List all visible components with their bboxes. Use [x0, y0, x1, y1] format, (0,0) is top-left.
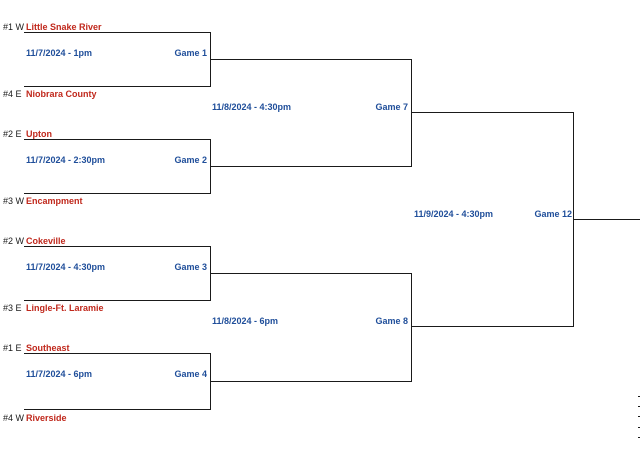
bracket-line: [24, 300, 211, 301]
game-label: Game 7: [375, 102, 408, 112]
game-datetime: 11/7/2024 - 6pm: [26, 369, 93, 379]
bracket-line: [24, 32, 211, 33]
game-datetime: 11/7/2024 - 4:30pm: [26, 262, 106, 272]
champion-line: [573, 219, 640, 220]
game-datetime: 11/7/2024 - 1pm: [26, 48, 93, 58]
edge-mark: [638, 437, 640, 438]
team-name: Niobrara County: [26, 89, 97, 99]
game-datetime: 11/8/2024 - 6pm: [212, 316, 279, 326]
seed-label: #3 E: [3, 303, 22, 313]
game-label: Game 3: [174, 262, 207, 272]
edge-mark: [638, 416, 640, 417]
team-name: Encampment: [26, 196, 83, 206]
game-datetime: 11/8/2024 - 4:30pm: [212, 102, 292, 112]
seed-label: #3 W: [3, 196, 25, 206]
seed-label: #2 E: [3, 129, 22, 139]
team-name: Little Snake River: [26, 22, 102, 32]
game-label: Game 12: [534, 209, 572, 219]
team-name: Southeast: [26, 343, 70, 353]
bracket-line: [411, 112, 574, 113]
bracket-line: [210, 59, 412, 60]
bracket-line: [210, 381, 412, 382]
edge-mark: [638, 406, 640, 407]
game-label: Game 8: [375, 316, 408, 326]
seed-label: #1 E: [3, 343, 22, 353]
bracket-line: [411, 273, 412, 381]
game-label: Game 1: [174, 48, 207, 58]
game-label: Game 4: [174, 369, 207, 379]
team-name: Cokeville: [26, 236, 66, 246]
seed-label: #4 E: [3, 89, 22, 99]
bracket-line: [210, 166, 412, 167]
bracket-line: [24, 193, 211, 194]
game-datetime: 11/7/2024 - 2:30pm: [26, 155, 106, 165]
bracket-line: [210, 273, 412, 274]
bracket-line: [24, 409, 211, 410]
bracket-line: [411, 326, 574, 327]
bracket-line: [24, 86, 211, 87]
bracket-line: [24, 246, 211, 247]
seed-label: #2 W: [3, 236, 25, 246]
team-name: Lingle-Ft. Laramie: [26, 303, 104, 313]
seed-label: #1 W: [3, 22, 25, 32]
edge-mark: [638, 427, 640, 428]
bracket-line: [24, 353, 211, 354]
bracket-line: [24, 139, 211, 140]
game-datetime: 11/9/2024 - 4:30pm: [414, 209, 494, 219]
team-name: Riverside: [26, 413, 67, 423]
edge-mark: [638, 396, 640, 397]
game-label: Game 2: [174, 155, 207, 165]
seed-label: #4 W: [3, 413, 25, 423]
team-name: Upton: [26, 129, 52, 139]
